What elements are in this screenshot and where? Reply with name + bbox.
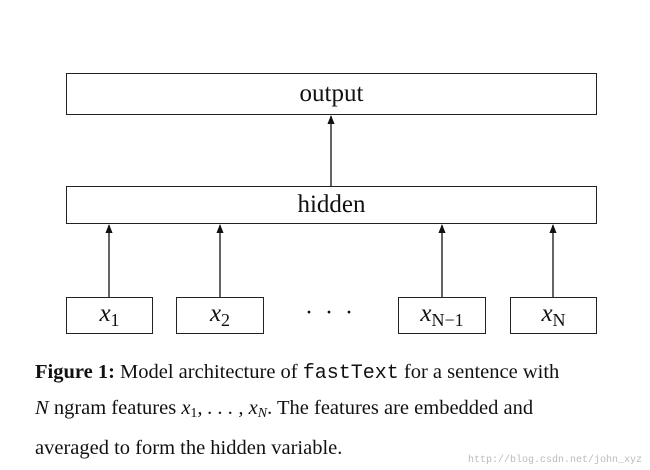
- input-x2-box: x2: [176, 297, 264, 334]
- input-x2-label: x2: [209, 300, 231, 330]
- hidden-layer-box: hidden: [66, 186, 597, 224]
- output-layer-box: output: [66, 73, 597, 115]
- input-xn-box: xN: [510, 297, 597, 334]
- input-x1-box: x1: [66, 297, 153, 334]
- watermark: http://blog.csdn.net/john_xyz: [467, 455, 642, 466]
- caption-features-expr: x1, . . . , xN: [181, 397, 268, 421]
- input-x1-label: x1: [99, 300, 120, 330]
- figure-caption: Figure 1: Model architecture of fastText…: [35, 355, 635, 466]
- caption-text-5: averaged to form the hidden variable.: [35, 437, 343, 459]
- figure-label: Figure 1:: [35, 361, 115, 383]
- output-label: output: [299, 80, 364, 107]
- input-xn-minus-1-box: xN−1: [398, 297, 486, 334]
- caption-code: fastText: [302, 362, 399, 385]
- caption-text-1: Model architecture of: [114, 361, 303, 383]
- caption-text-4: . The features are embedded and: [267, 397, 534, 419]
- ellipsis: · · ·: [305, 300, 356, 326]
- hidden-label: hidden: [297, 191, 366, 218]
- caption-text-2: for a sentence with: [398, 361, 560, 383]
- input-xn-label: xN: [541, 300, 566, 330]
- caption-text-3: ngram features: [48, 397, 182, 419]
- input-xn-minus-1-label: xN−1: [420, 300, 464, 330]
- caption-n-var: N: [35, 397, 49, 419]
